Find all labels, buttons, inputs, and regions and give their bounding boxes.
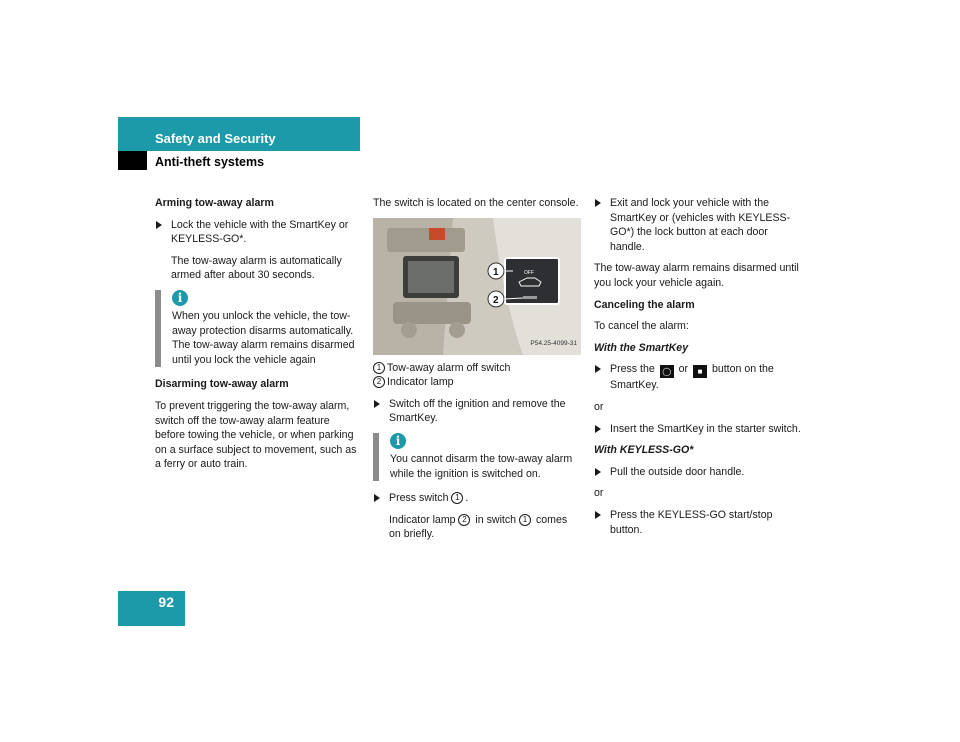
lamp-mid: in switch: [472, 513, 519, 526]
step-press-switch: Press switch 1.: [373, 491, 581, 506]
press-post: button on the SmartKey.: [610, 363, 774, 392]
step-keyless-text: Press the KEYLESS-GO start/stop button.: [610, 508, 773, 536]
press-or: or: [675, 363, 692, 376]
legend-text-1: Tow-away alarm off switch: [387, 361, 511, 374]
step-press-post: .: [465, 492, 469, 505]
heading-canceling: Canceling the alarm: [594, 298, 695, 311]
note-1-text: When you unlock the vehicle, the tow-awa…: [172, 309, 355, 366]
step-arrow-icon: [374, 399, 380, 408]
step-arrow-icon: [595, 365, 601, 374]
cancel-intro: To cancel the alarm:: [594, 320, 689, 333]
step-arrow-icon: [595, 510, 601, 519]
note-bar: [155, 289, 161, 368]
press-pre: Press the: [610, 363, 658, 376]
heading-arming: Arming tow-away alarm: [155, 197, 274, 209]
column-2: The switch is located on the center cons…: [373, 196, 581, 549]
or-text-2: or: [594, 487, 604, 500]
subsection-title: Anti-theft systems: [155, 155, 265, 169]
step-arrow-icon: [595, 424, 601, 433]
switch-off-label: OFF: [524, 270, 534, 276]
legend-num-2: 2: [373, 376, 385, 389]
note-bar: [373, 432, 379, 482]
or-text-1: or: [594, 400, 604, 413]
step-arrow-icon: [156, 220, 162, 229]
lamp-pre: Indicator lamp: [389, 513, 459, 526]
section-title: Safety and Security: [155, 131, 276, 146]
console-illustration: OFF 1 2: [373, 217, 581, 355]
info-icon: i: [172, 289, 188, 306]
step-ignition-text: Switch off the ignition and remove the S…: [389, 397, 566, 425]
disarm-paragraph: To prevent triggering the tow-away alarm…: [155, 399, 357, 471]
photo-caption: P54.25-4099-31: [530, 340, 577, 347]
info-note-1: i When you unlock the vehicle, the tow-a…: [155, 289, 360, 368]
note-2-text: You cannot disarm the tow-away alarm whi…: [390, 452, 573, 480]
legend-num-1: 1: [373, 361, 385, 374]
column-3: Exit and lock your vehicle with the Smar…: [594, 196, 804, 544]
step-press-pre: Press switch: [389, 492, 452, 505]
info-note-2: i You cannot disarm the tow-away alarm w…: [373, 432, 581, 482]
header-marker: [118, 151, 147, 170]
legend-text-2: Indicator lamp: [387, 376, 454, 389]
info-icon: i: [390, 432, 406, 449]
page-number: 92: [158, 594, 174, 610]
step-lock: Lock the vehicle with the SmartKey or KE…: [155, 218, 360, 247]
heading-with-keyless-go: With KEYLESS-GO*: [594, 444, 694, 457]
lock-icon: ■: [693, 365, 708, 379]
switch-location-text: The switch is located on the center cons…: [373, 197, 579, 209]
indicator-lamp-text: Indicator lamp 2 in switch 1 comes on br…: [373, 513, 581, 542]
header-band: [118, 117, 360, 151]
step-exit-lock: Exit and lock your vehicle with the Smar…: [594, 196, 804, 254]
step-ignition: Switch off the ignition and remove the S…: [373, 397, 581, 426]
step-insert-text: Insert the SmartKey in the starter switc…: [610, 422, 801, 435]
column-1: Arming tow-away alarm Lock the vehicle w…: [155, 196, 360, 479]
step-keyless-button: Press the KEYLESS-GO start/stop button.: [594, 508, 804, 537]
step-arrow-icon: [595, 199, 601, 207]
center-console-photo: OFF 1 2 P54.25-4099-31: [373, 217, 581, 355]
remains-disarmed-text: The tow-away alarm remains disarmed unti…: [594, 262, 799, 289]
step-insert-key: Insert the SmartKey in the starter switc…: [594, 422, 804, 437]
callout-2: 2: [493, 295, 499, 306]
lamp-num-2: 1: [519, 513, 531, 526]
lamp-post: comes on briefly.: [389, 513, 568, 541]
step-pull-handle: Pull the outside door handle.: [594, 465, 804, 480]
step-arrow-icon: [595, 467, 601, 476]
step-press-num: 1: [451, 492, 464, 505]
page-number-tab: 92: [118, 591, 185, 626]
callout-1: 1: [493, 267, 499, 278]
step-exit-text: Exit and lock your vehicle with the Smar…: [610, 197, 791, 253]
step-lock-text: Lock the vehicle with the SmartKey or KE…: [171, 218, 349, 246]
heading-disarming: Disarming tow-away alarm: [155, 378, 289, 391]
lamp-num: 2: [458, 513, 471, 526]
step-press-button: Press the ◯ or ■ button on the SmartKey.: [594, 362, 804, 393]
step-lock-result: The tow-away alarm is automatically arme…: [171, 254, 342, 282]
heading-with-smartkey: With the SmartKey: [594, 341, 689, 354]
unlock-icon: ◯: [659, 365, 674, 379]
step-pull-text: Pull the outside door handle.: [610, 465, 745, 478]
step-arrow-icon: [374, 494, 380, 503]
